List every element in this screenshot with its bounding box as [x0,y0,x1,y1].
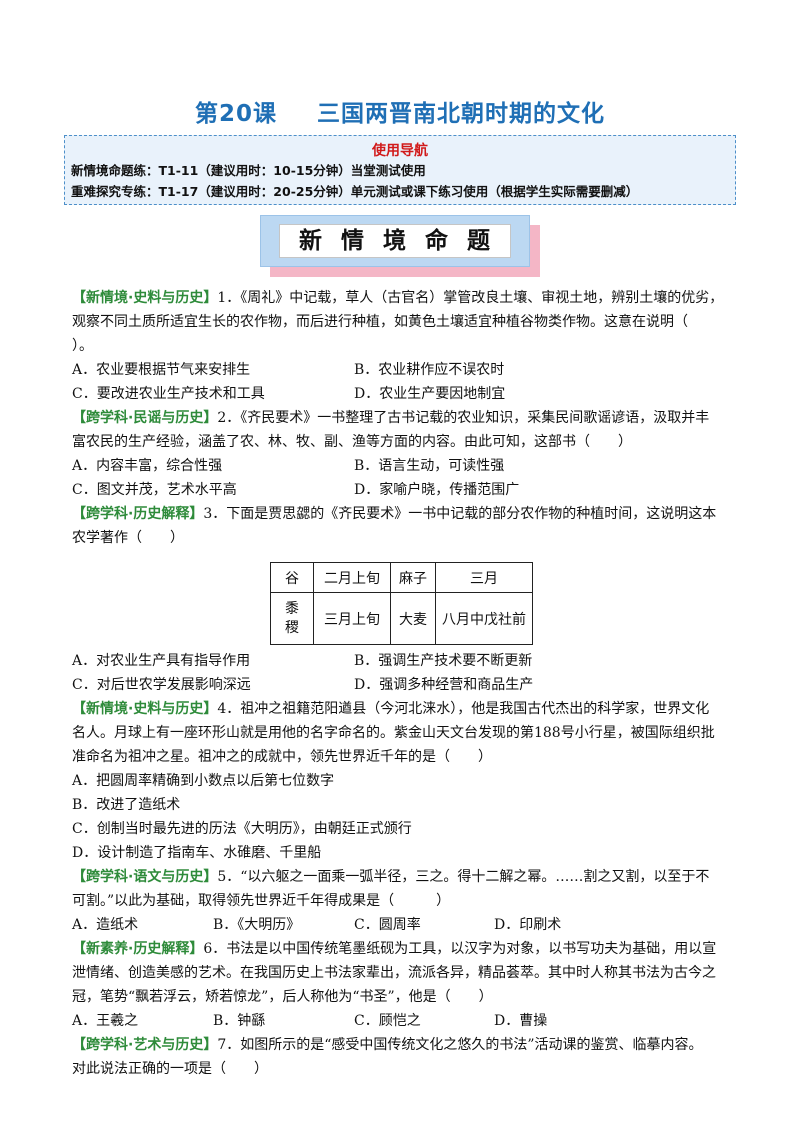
option-d[interactable]: D．印刷术 [494,917,562,933]
question-2-stem: 【跨学科·民谣与历史】2．《齐民要术》一书整理了古书记载的农业知识，采集民间歌谣… [72,410,710,450]
option-a[interactable]: A．农业要根据节气来安排生 [72,362,251,378]
question-6-options-row: A．王羲之 B．钟繇 C．顾恺之 D．曹操 [72,1009,732,1033]
question-4-option-d-row: D．设计制造了指南车、水碓磨、千里船 [72,841,732,865]
table-cell: 黍稷 [270,592,314,645]
question-7-stem: 【跨学科·艺术与历史】7．如图所示的是“感受中国传统文化之悠久的书法”活动课的鉴… [72,1037,703,1077]
question-5-stem: 【跨学科·语文与历史】5．“以六躯之一面乘一弧半径，三之。得十二解之幂。……割之… [72,869,710,909]
option-d[interactable]: D．家喻户晓，传播范围广 [354,482,520,498]
question-tag: 【跨学科·艺术与历史】 [72,1037,218,1053]
table-row: 谷 二月上旬 麻子 三月 [270,562,533,593]
option-c[interactable]: C．圆周率 [354,917,421,933]
question-tag: 【新素养·历史解释】 [72,941,204,957]
question-4-stem: 【新情境·史料与历史】4．祖冲之祖籍范阳遒县（今河北涞水），他是我国古代杰出的科… [72,701,715,765]
guide-line-1: 新情境命题练：T1-11（建议用时：10-15分钟）当堂测试使用 [71,163,426,178]
option-d[interactable]: D．强调多种经营和商品生产 [354,677,534,693]
lesson-name: 三国两晋南北朝时期的文化 [317,101,605,127]
lesson-title: 第20课 三国两晋南北朝时期的文化 [0,94,800,128]
table-cell: 二月上旬 [313,562,391,593]
option-c[interactable]: C．创制当时最先进的历法《大明历》，由朝廷正式颁行 [72,821,412,837]
option-d[interactable]: D．曹操 [494,1013,548,1029]
question-1-stem: 【新情境·史料与历史】1．《周礼》中记载，草人（古官名）掌管改良土壤、审视土地，… [72,290,724,354]
usage-guide-box: 使用导航 新情境命题练：T1-11（建议用时：10-15分钟）当堂测试使用 重难… [64,135,736,205]
table-cell: 大麦 [390,592,436,645]
lesson-number: 第20课 [194,101,277,127]
table-cell: 谷 [270,562,314,593]
option-d[interactable]: D．农业生产要因地制宜 [354,386,506,402]
question-3-options-row-1: A．对农业生产具有指导作用 B．强调生产技术要不断更新 [72,649,732,673]
question-tag: 【跨学科·历史解释】 [72,506,204,522]
option-c[interactable]: C．对后世农学发展影响深远 [72,677,251,693]
option-b[interactable]: B．强调生产技术要不断更新 [354,653,533,669]
question-1-options-row-1: A．农业要根据节气来安排生 B．农业耕作应不误农时 [72,358,732,382]
table-row: 黍稷 三月上旬 大麦 八月中戊社前 [270,592,533,645]
option-a[interactable]: A．王羲之 [72,1013,139,1029]
option-c[interactable]: C．要改进农业生产技术和工具 [72,386,265,402]
option-b[interactable]: B．钟繇 [213,1013,266,1029]
banner-frame: 新情境命题 [260,215,530,267]
table-cell: 八月中戊社前 [435,592,533,645]
question-tag: 【跨学科·语文与历史】 [72,869,218,885]
option-d[interactable]: D．设计制造了指南车、水碓磨、千里船 [72,845,322,861]
option-c[interactable]: C．顾恺之 [354,1013,421,1029]
table-cell: 三月 [435,562,533,593]
option-a[interactable]: A．把圆周率精确到小数点以后第七位数字 [72,773,335,789]
option-a[interactable]: A．对农业生产具有指导作用 [72,653,251,669]
table-cell: 三月上旬 [313,592,391,645]
banner-title: 新情境命题 [279,224,511,258]
section-banner: 新情境命题 [260,215,540,277]
option-c[interactable]: C．图文并茂，艺术水平高 [72,482,237,498]
option-b[interactable]: B．语言生动，可读性强 [354,458,505,474]
question-2-options-row-2: C．图文并茂，艺术水平高 D．家喻户晓，传播范围广 [72,478,732,502]
guide-line-2: 重难探究专练：T1-17（建议用时：20-25分钟）单元测试或课下练习使用（根据… [71,184,639,199]
question-tag: 【跨学科·民谣与历史】 [72,410,218,426]
question-6-stem: 【新素养·历史解释】6．书法是以中国传统笔墨纸砚为工具，以汉字为对象，以书写功夫… [72,941,717,1005]
option-a[interactable]: A．造纸术 [72,917,139,933]
question-5-options-row: A．造纸术 B．《大明历》 C．圆周率 D．印刷术 [72,913,732,937]
question-3-stem: 【跨学科·历史解释】3．下面是贾思勰的《齐民要术》一书中记载的部分农作物的种植时… [72,506,717,546]
question-4-option-b-row: B．改进了造纸术 [72,793,732,817]
planting-time-table: 谷 二月上旬 麻子 三月 黍稷 三月上旬 大麦 八月中戊社前 [270,562,533,645]
question-tag: 【新情境·史料与历史】 [72,290,218,306]
question-3-options-row-2: C．对后世农学发展影响深远 D．强调多种经营和商品生产 [72,673,732,697]
option-b[interactable]: B．农业耕作应不误农时 [354,362,505,378]
option-b[interactable]: B．改进了造纸术 [72,797,181,813]
question-1-options-row-2: C．要改进农业生产技术和工具 D．农业生产要因地制宜 [72,382,732,406]
question-2-options-row-1: A．内容丰富，综合性强 B．语言生动，可读性强 [72,454,732,478]
guide-heading: 使用导航 [372,143,428,159]
question-4-option-c-row: C．创制当时最先进的历法《大明历》，由朝廷正式颁行 [72,817,732,841]
table-cell: 麻子 [390,562,436,593]
option-a[interactable]: A．内容丰富，综合性强 [72,458,223,474]
option-b[interactable]: B．《大明历》 [213,917,301,933]
question-4-option-a-row: A．把圆周率精确到小数点以后第七位数字 [72,769,732,793]
question-tag: 【新情境·史料与历史】 [72,701,218,717]
